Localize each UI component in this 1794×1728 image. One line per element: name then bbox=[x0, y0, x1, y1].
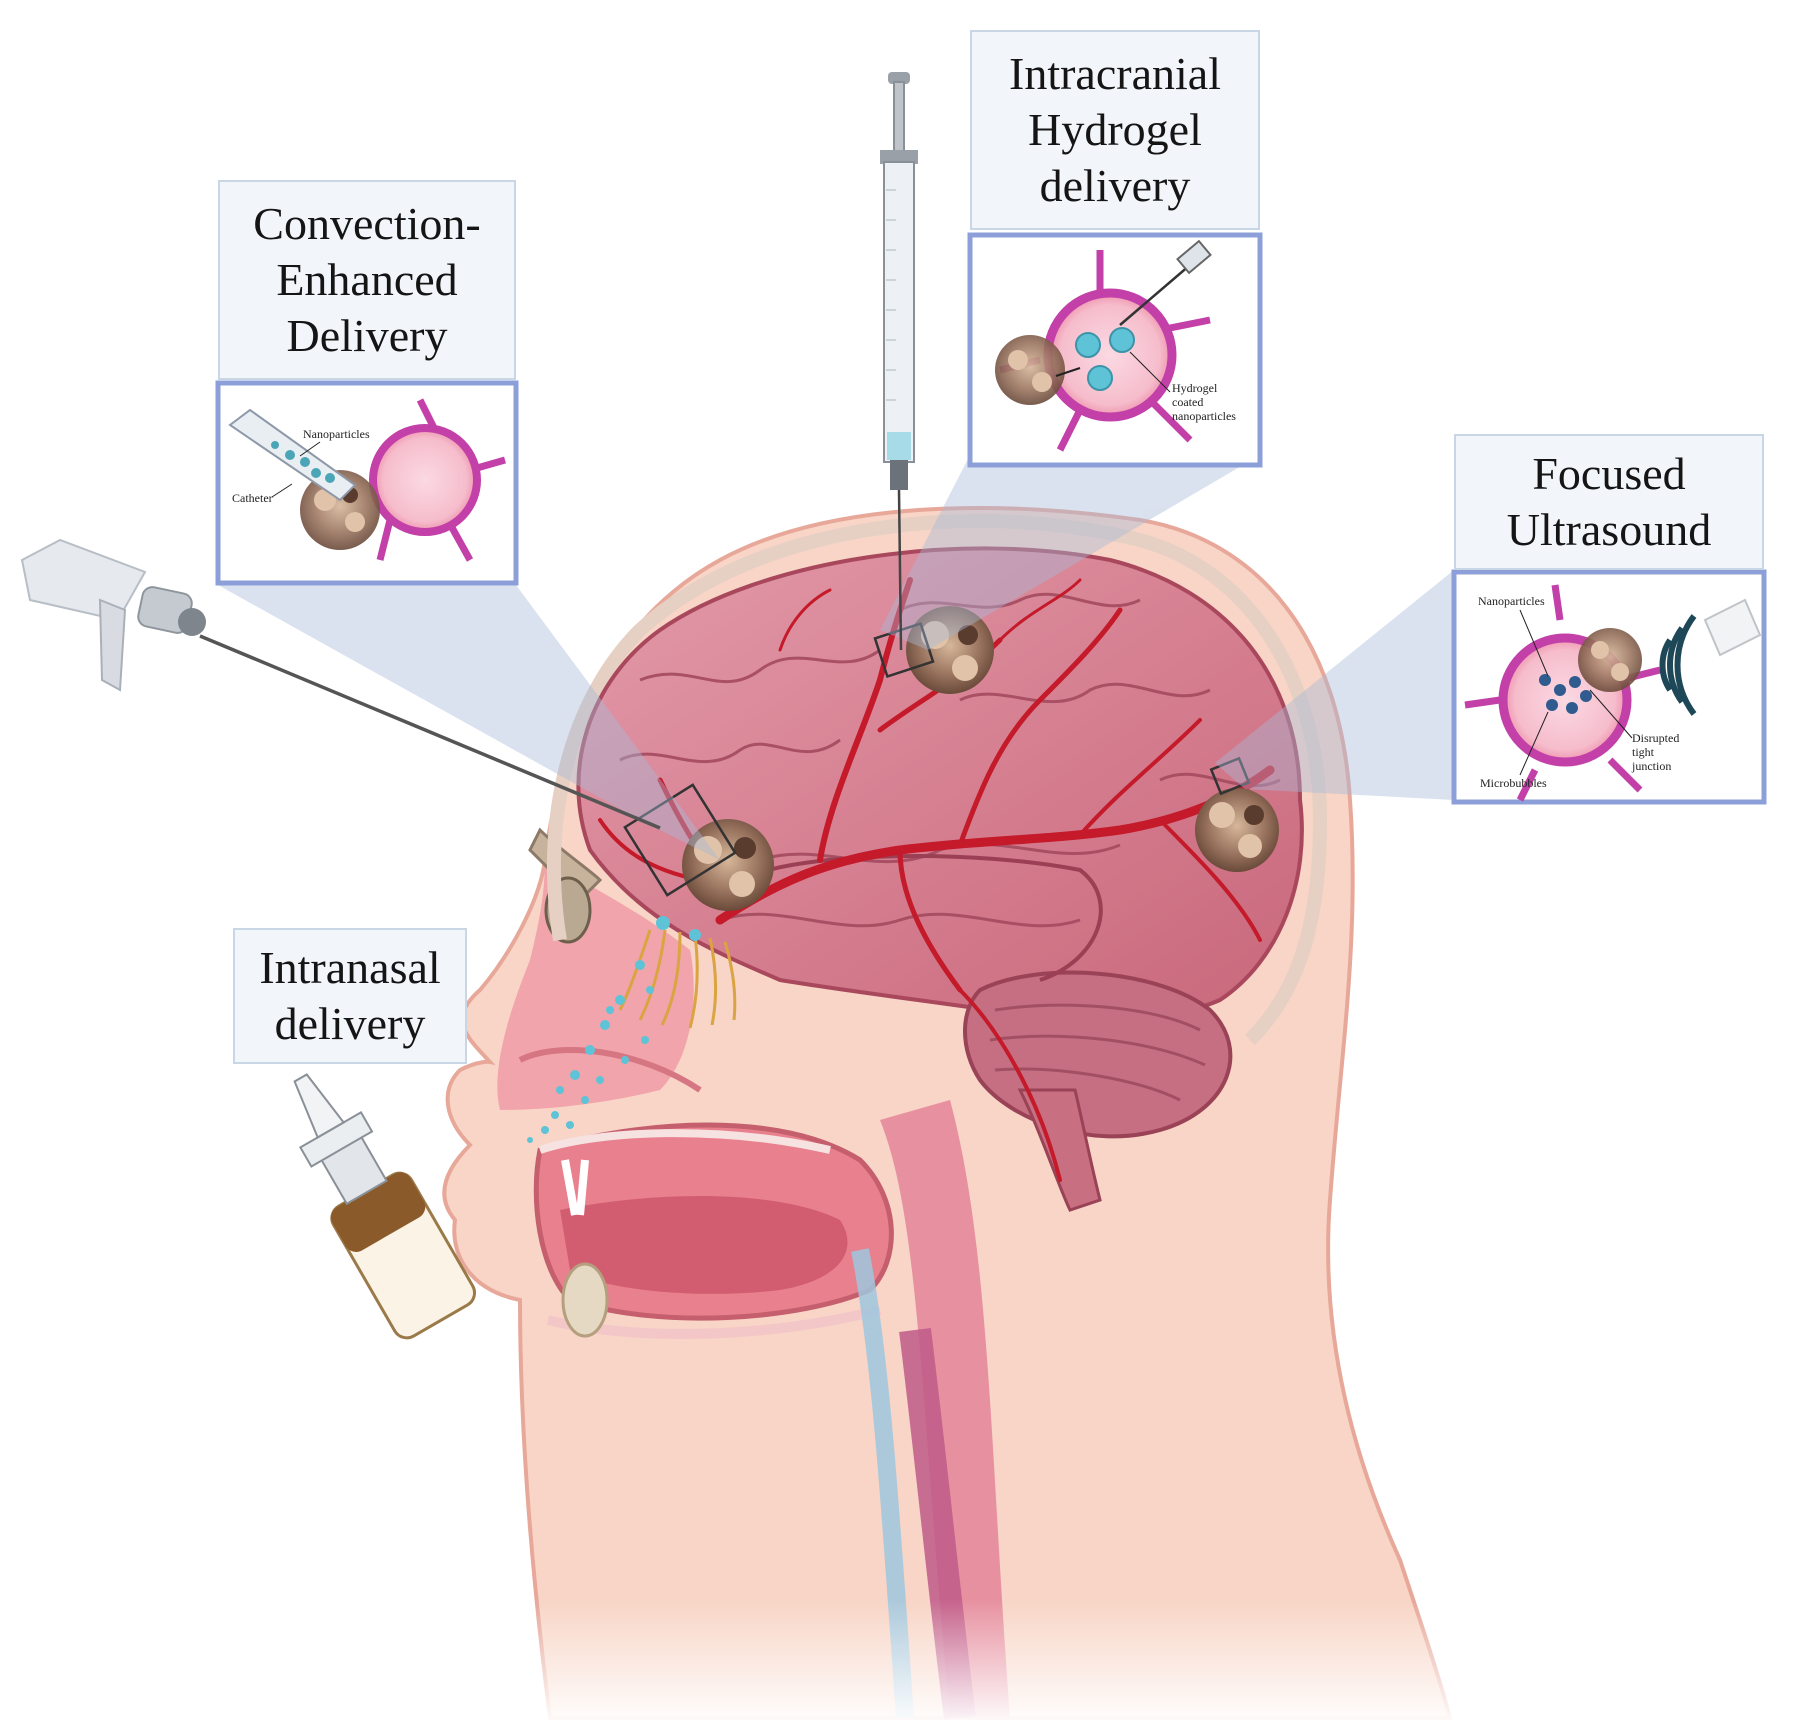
title-focused-ultrasound: Focused Ultrasound bbox=[1454, 434, 1764, 570]
fus-nanoparticles bbox=[1539, 674, 1592, 714]
tumor-occipital bbox=[1195, 788, 1279, 872]
intranasal-particles bbox=[527, 916, 701, 1143]
oral-cavity bbox=[533, 1100, 1010, 1721]
fus-label-disrupted-3: junction bbox=[1631, 759, 1671, 773]
wave-icon bbox=[1659, 614, 1697, 716]
ced-vessel bbox=[369, 398, 506, 562]
hydrogel-tumor bbox=[995, 335, 1065, 405]
catheter-device-icon bbox=[20, 538, 661, 830]
ced-catheter-icon bbox=[228, 408, 357, 502]
mini-syringe-icon bbox=[1119, 239, 1212, 326]
hydrogel-target-square bbox=[873, 621, 935, 679]
ced-label-nanoparticles: Nanoparticles bbox=[303, 427, 370, 441]
title-intranasal-delivery: Intranasal delivery bbox=[233, 928, 467, 1064]
olfactory-nerves bbox=[618, 929, 737, 1029]
syringe-icon bbox=[880, 72, 918, 651]
mini-transducer-icon bbox=[1703, 598, 1762, 657]
fus-label-disrupted-2: tight bbox=[1632, 745, 1655, 759]
ced-target-square bbox=[623, 783, 737, 897]
hydrogel-label-line1: Hydrogel bbox=[1172, 381, 1218, 395]
nasal-cavity bbox=[497, 827, 702, 1110]
skull bbox=[546, 514, 1328, 1045]
bottom-fade bbox=[0, 1600, 1794, 1728]
nasal-spray-icon bbox=[293, 1073, 477, 1340]
fus-panel: Nanoparticles Microbubbles Disrupted tig… bbox=[1451, 569, 1767, 805]
fus-label-nanoparticles: Nanoparticles bbox=[1478, 594, 1545, 608]
ced-label-catheter: Catheter bbox=[232, 491, 273, 505]
fus-target-square bbox=[1209, 756, 1251, 796]
hydrogel-label-line3: nanoparticles bbox=[1172, 409, 1236, 423]
hydrogel-label-line2: coated bbox=[1172, 395, 1203, 409]
hydrogel-panel: Hydrogel coated nanoparticles bbox=[967, 232, 1263, 468]
tumor-parietal bbox=[906, 606, 994, 694]
fus-label-disrupted-1: Disrupted bbox=[1632, 731, 1679, 745]
title-intracranial-hydrogel-delivery: Intracranial Hydrogel delivery bbox=[970, 30, 1260, 230]
fus-tumor bbox=[1578, 628, 1642, 692]
tumor-frontal bbox=[682, 819, 774, 911]
fus-label-microbubbles: Microbubbles bbox=[1480, 776, 1547, 790]
ced-panel: Nanoparticles Catheter bbox=[215, 380, 519, 586]
hydrogel-particles bbox=[1075, 327, 1135, 391]
title-convection-enhanced-delivery: Convection- Enhanced Delivery bbox=[218, 180, 516, 380]
